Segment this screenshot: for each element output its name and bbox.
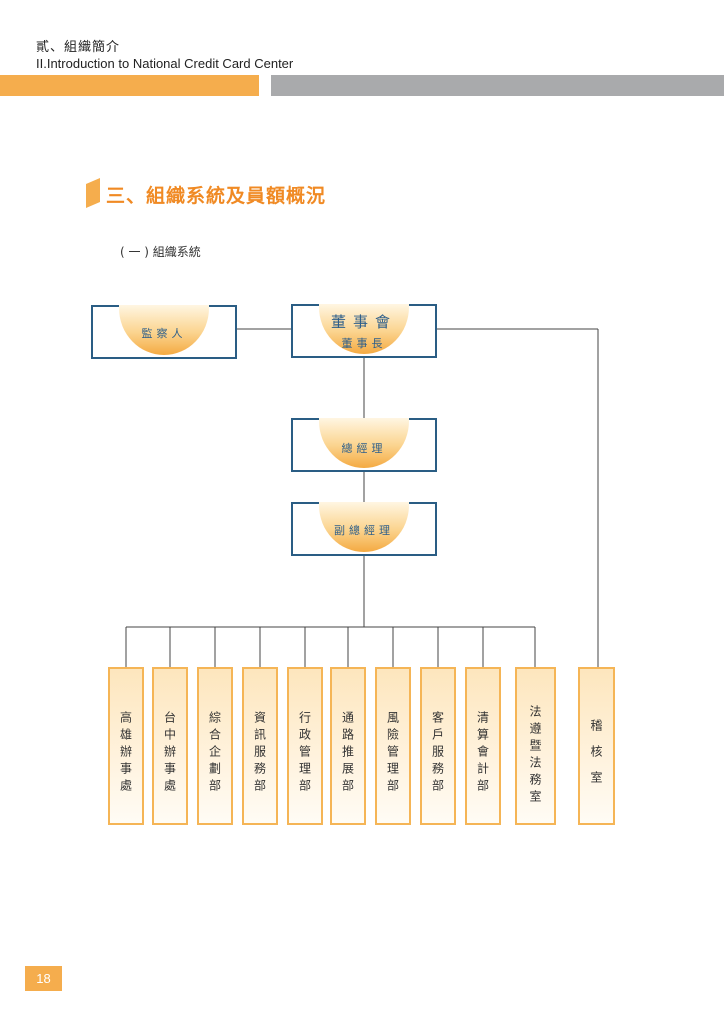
dept-box: 綜合企劃部 (197, 667, 233, 825)
section-title: 三、組織系統及員額概況 (106, 185, 327, 207)
audit-box: 稽核室 (578, 667, 615, 825)
dept-label: 高雄辦事處 (118, 711, 133, 796)
dept-label: 法遵暨法務室 (528, 705, 542, 807)
dept-label: 綜合企劃部 (207, 711, 222, 796)
chapter-title: 貳、組織簡介 (36, 40, 121, 55)
dept-box: 客戶服務部 (420, 667, 456, 825)
dept-label: 客戶服務部 (430, 711, 445, 796)
deputy-gm-box: 副總經理 (291, 502, 437, 556)
dept-box: 行政管理部 (287, 667, 323, 825)
supervisor-label: 監察人 (141, 327, 187, 340)
dept-box: 清算會計部 (465, 667, 501, 825)
dept-label: 清算會計部 (475, 711, 490, 796)
supervisor-box: 監察人 (91, 305, 237, 359)
header-orange-bar (0, 75, 259, 96)
section-marker-icon (86, 178, 100, 208)
general-manager-label: 總經理 (341, 442, 387, 455)
board-label: 董事會 (330, 313, 397, 331)
dept-label: 台中辦事處 (162, 711, 177, 796)
dept-box: 資訊服務部 (242, 667, 278, 825)
dept-label: 行政管理部 (297, 711, 312, 796)
general-manager-box: 總經理 (291, 418, 437, 472)
header-gray-bar (271, 75, 724, 96)
section-subtitle: ( 一 ) 組織系統 (120, 245, 201, 259)
dept-label: 風險管理部 (385, 711, 400, 796)
dept-box: 通路推展部 (330, 667, 366, 825)
deputy-gm-label: 副總經理 (334, 524, 394, 537)
chairman-label: 董事長 (341, 337, 387, 350)
page-number: 18 (25, 966, 62, 991)
dept-label: 資訊服務部 (252, 711, 267, 796)
dept-label: 通路推展部 (340, 711, 355, 796)
audit-label: 稽核室 (589, 719, 603, 797)
dept-box: 高雄辦事處 (108, 667, 144, 825)
board-box: 董事會 董事長 (291, 304, 437, 358)
chapter-subtitle: II.Introduction to National Credit Card … (36, 56, 294, 71)
dept-box: 法遵暨法務室 (515, 667, 556, 825)
dept-box: 風險管理部 (375, 667, 411, 825)
dept-box: 台中辦事處 (152, 667, 188, 825)
